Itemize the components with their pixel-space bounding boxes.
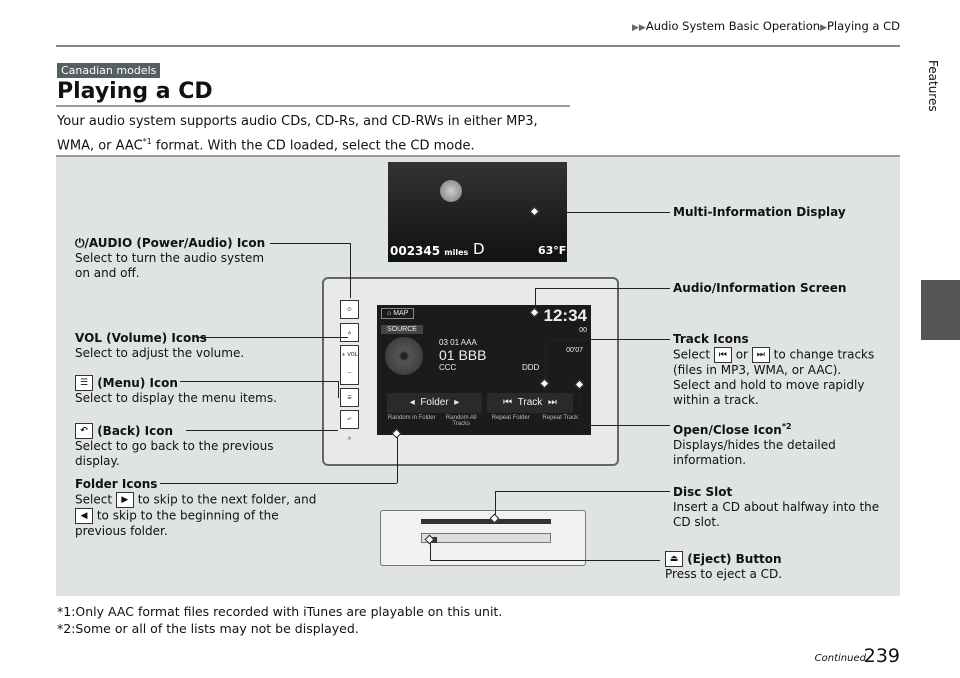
section-label: Features bbox=[926, 60, 940, 112]
page-number: 239 bbox=[863, 645, 900, 667]
leader-line bbox=[430, 560, 660, 561]
leader-line bbox=[580, 425, 670, 426]
leader-line bbox=[397, 434, 398, 483]
leader-line bbox=[535, 288, 536, 313]
leader-line bbox=[495, 491, 670, 492]
power-icon: ⏻ bbox=[75, 236, 85, 250]
album-name: DDD bbox=[522, 363, 540, 372]
intro-text: Your audio system supports audio CDs, CD… bbox=[57, 114, 538, 154]
temperature: 63°F bbox=[538, 244, 567, 257]
leader-line bbox=[186, 430, 338, 431]
continued-label: Continued bbox=[814, 653, 866, 664]
disc-slot bbox=[421, 519, 551, 524]
breadcrumb-item[interactable]: Playing a CD bbox=[826, 19, 900, 33]
eject-icon: ⏏ bbox=[665, 551, 683, 567]
source-button[interactable]: SOURCE bbox=[381, 325, 423, 334]
leader-line bbox=[350, 243, 351, 298]
leader-line bbox=[545, 339, 546, 383]
leader-line bbox=[338, 381, 339, 398]
track-control[interactable]: ⏮ Track ⏭ bbox=[487, 393, 573, 413]
cd-artwork bbox=[385, 337, 423, 375]
footnotes: *1:Only AAC format files recorded with i… bbox=[57, 603, 502, 637]
menu-icon: ☰ bbox=[75, 375, 93, 391]
track-info-line: 03 01 AAA bbox=[439, 338, 477, 347]
brightness-icon[interactable]: ☼ bbox=[347, 436, 352, 442]
map-button[interactable]: ⌂ MAP bbox=[381, 308, 415, 319]
random-all-tracks-button[interactable]: Random All Tracks bbox=[445, 415, 477, 427]
section-tab bbox=[921, 280, 960, 340]
leader-line bbox=[535, 212, 670, 213]
disc-icon bbox=[440, 180, 462, 202]
folder-control[interactable]: ◂ Folder ▸ bbox=[387, 393, 482, 413]
mid-callout: Multi-Information Display bbox=[673, 205, 846, 219]
audio-information-screen: ⌂ MAP 12:34 SOURCE 00 03 01 AAA 01 BBB C… bbox=[377, 305, 591, 435]
odometer: 002345 bbox=[390, 244, 441, 258]
leader-line bbox=[535, 288, 670, 289]
clock: 12:34 bbox=[543, 306, 587, 325]
breadcrumb-item[interactable]: Audio System Basic Operation bbox=[645, 19, 821, 33]
divider bbox=[56, 45, 900, 47]
volume-level: 00 bbox=[579, 327, 587, 334]
footnote: *1:Only AAC format files recorded with i… bbox=[57, 604, 503, 619]
artist-name: CCC bbox=[439, 363, 457, 372]
back-button[interactable]: ↶ bbox=[340, 410, 359, 429]
leader-line bbox=[196, 337, 348, 338]
power-audio-button[interactable]: ⏻ bbox=[340, 300, 359, 319]
home-button[interactable]: ⌂ bbox=[340, 323, 359, 342]
next-folder-icon: ▶ bbox=[115, 492, 134, 508]
cd-unit-panel bbox=[421, 533, 551, 543]
leader-line bbox=[160, 483, 397, 484]
page-title: Playing a CD bbox=[57, 79, 213, 104]
leader-line bbox=[270, 243, 350, 244]
gear-indicator: D bbox=[473, 240, 485, 258]
menu-button[interactable]: ☰ bbox=[340, 388, 359, 407]
breadcrumb: ▶▶Audio System Basic Operation▶Playing a… bbox=[632, 19, 900, 33]
odometer-unit: miles bbox=[444, 248, 469, 257]
leader-line bbox=[430, 540, 431, 560]
divider bbox=[56, 105, 570, 107]
leader-line bbox=[495, 491, 496, 519]
cd-unit bbox=[380, 510, 586, 566]
repeat-folder-button[interactable]: Repeat Folder bbox=[491, 415, 530, 421]
track-title: 01 BBB bbox=[439, 347, 487, 363]
random-in-folder-button[interactable]: Random in Folder bbox=[387, 415, 436, 421]
skip-forward-icon: ⏭ bbox=[751, 347, 770, 363]
previous-folder-icon: ◀ bbox=[75, 508, 93, 524]
leader-line bbox=[545, 339, 670, 340]
model-badge: Canadian models bbox=[57, 63, 161, 78]
skip-back-icon: ⏮ bbox=[713, 347, 732, 363]
screen-callout: Audio/Information Screen bbox=[673, 281, 847, 295]
back-icon: ↶ bbox=[75, 423, 93, 439]
elapsed-time: 00'07 bbox=[566, 347, 583, 354]
footnote: *2:Some or all of the lists may not be d… bbox=[57, 621, 359, 636]
leader-line bbox=[580, 386, 581, 425]
leader-line bbox=[180, 381, 338, 382]
volume-buttons[interactable]: + VOL − bbox=[340, 345, 359, 385]
repeat-track-button[interactable]: Repeat Track bbox=[542, 415, 579, 421]
